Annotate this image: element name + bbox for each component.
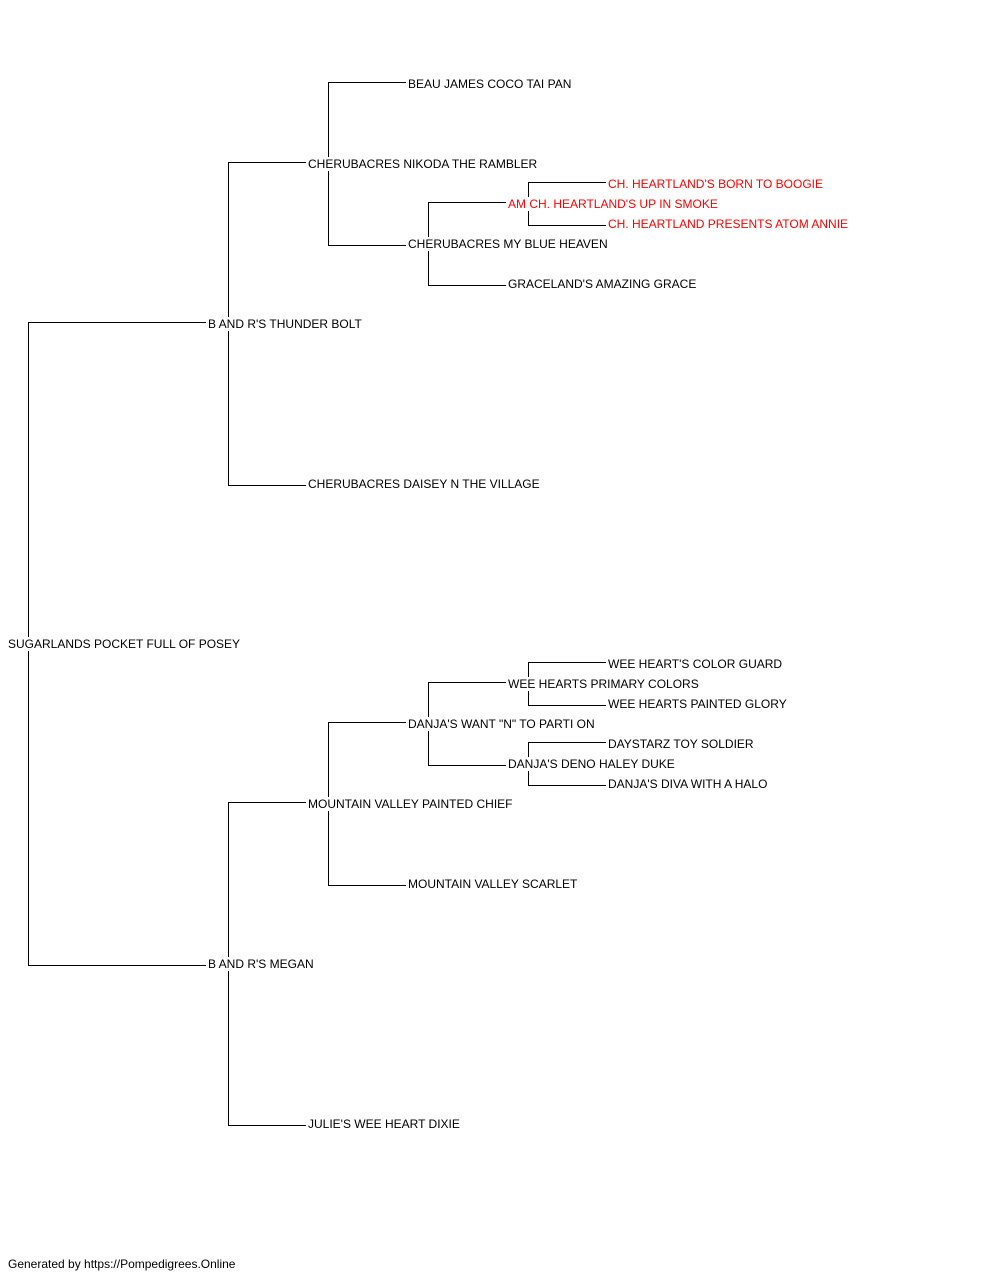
connector-dam-sire-to-dam-sire-dam <box>328 804 406 886</box>
sire-dam-name: CHERUBACRES DAISEY N THE VILLAGE <box>308 477 542 491</box>
connector-sire-sire-dam-sire-to-sire-sire-dam-sire-dam <box>528 204 606 226</box>
connector-dam-to-dam-sire <box>228 802 306 964</box>
connector-dam-sire-to-dam-sire-sire <box>328 722 406 804</box>
dam-sire-sire-sire-name: WEE HEARTS PRIMARY COLORS <box>508 677 701 691</box>
dam-sire-sire-sire-dam-name: WEE HEARTS PAINTED GLORY <box>608 697 789 711</box>
connector-dam-sire-sire-dam-to-dam-sire-sire-dam-sire <box>528 742 606 764</box>
connector-sire-sire-dam-sire-to-sire-sire-dam-sire-sire <box>528 182 606 204</box>
connector-dam-sire-sire-to-dam-sire-sire-dam <box>428 724 506 766</box>
connector-sire-sire-dam-to-sire-sire-dam-dam <box>428 244 506 286</box>
sire-sire-name: CHERUBACRES NIKODA THE RAMBLER <box>308 157 540 171</box>
connector-sire-to-sire-sire <box>228 162 306 324</box>
dam-sire-name: MOUNTAIN VALLEY PAINTED CHIEF <box>308 797 515 811</box>
dam-name: B AND R'S MEGAN <box>208 957 316 971</box>
connector-dam-sire-sire-to-dam-sire-sire-sire <box>428 682 506 724</box>
dam-dam-name: JULIE'S WEE HEART DIXIE <box>308 1117 462 1131</box>
connector-sire-sire-to-sire-sire-dam <box>328 164 406 246</box>
dam-sire-sire-dam-name: DANJA'S DENO HALEY DUKE <box>508 757 677 771</box>
connector-dam-sire-sire-sire-to-dam-sire-sire-sire-dam <box>528 684 606 706</box>
connector-sire-sire-dam-to-sire-sire-dam-sire <box>428 202 506 244</box>
connector-sire-to-sire-dam <box>228 324 306 486</box>
connector-dam-sire-sire-sire-to-dam-sire-sire-sire-sire <box>528 662 606 684</box>
sire-name: B AND R'S THUNDER BOLT <box>208 317 364 331</box>
dam-sire-dam-name: MOUNTAIN VALLEY SCARLET <box>408 877 580 891</box>
dam-sire-sire-name: DANJA'S WANT "N" TO PARTI ON <box>408 717 597 731</box>
sire-sire-dam-name: CHERUBACRES MY BLUE HEAVEN <box>408 237 610 251</box>
dam-sire-sire-dam-sire-name: DAYSTARZ TOY SOLDIER <box>608 737 756 751</box>
connector-subject-to-sire <box>28 322 206 644</box>
sire-sire-dam-sire-name: AM CH. HEARTLAND'S UP IN SMOKE <box>508 197 720 211</box>
connector-subject-to-dam <box>28 644 206 966</box>
sire-sire-sire-name: BEAU JAMES COCO TAI PAN <box>408 77 574 91</box>
connector-dam-to-dam-dam <box>228 964 306 1126</box>
dam-sire-sire-dam-dam-name: DANJA'S DIVA WITH A HALO <box>608 777 770 791</box>
pedigree-connectors <box>28 82 606 1126</box>
sire-sire-dam-sire-dam-name: CH. HEARTLAND PRESENTS ATOM ANNIE <box>608 217 851 231</box>
sire-sire-dam-sire-sire-name: CH. HEARTLAND'S BORN TO BOOGIE <box>608 177 826 191</box>
sire-sire-dam-dam-name: GRACELAND'S AMAZING GRACE <box>508 277 699 291</box>
subject-name: SUGARLANDS POCKET FULL OF POSEY <box>8 637 243 651</box>
connector-sire-sire-to-sire-sire-sire <box>328 82 406 164</box>
connector-dam-sire-sire-dam-to-dam-sire-sire-dam-dam <box>528 764 606 786</box>
generator-credit: Generated by https://Pompedigrees.Online <box>8 1257 236 1271</box>
dam-sire-sire-sire-sire-name: WEE HEART'S COLOR GUARD <box>608 657 785 671</box>
